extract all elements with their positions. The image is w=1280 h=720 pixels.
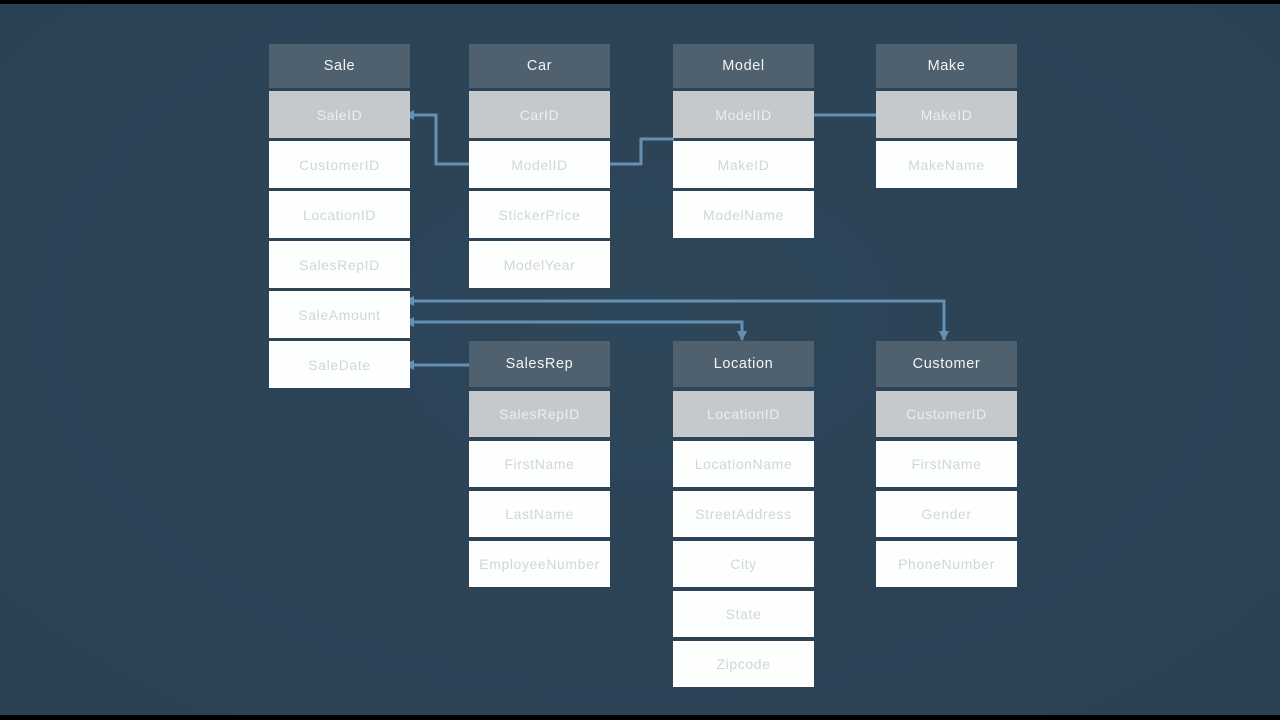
field-row-salesrep-lastname: LastName (469, 491, 610, 537)
table-title-sale: Sale (269, 44, 410, 88)
field-row-car-modelyear: ModelYear (469, 241, 610, 288)
field-row-sale-saledate: SaleDate (269, 341, 410, 388)
relationship-wires (404, 110, 949, 370)
field-row-location-locationname: LocationName (673, 441, 814, 487)
field-row-sale-customerid: CustomerID (269, 141, 410, 188)
field-row-model-modelid: ModelID (673, 91, 814, 138)
field-row-customer-phonenumber: PhoneNumber (876, 541, 1017, 587)
field-row-location-streetaddress: StreetAddress (673, 491, 814, 537)
field-row-make-makeid: MakeID (876, 91, 1017, 138)
connection-car-modelid-to-sale-saleid (404, 110, 469, 166)
field-row-location-locationid: LocationID (673, 391, 814, 437)
letterbox-bar-top (0, 0, 1280, 4)
field-row-model-makeid: MakeID (673, 141, 814, 188)
field-row-location-zipcode: Zipcode (673, 641, 814, 687)
connection-car-modelid-to-model-modelid (610, 137, 674, 166)
table-title-model: Model (673, 44, 814, 88)
field-row-make-makename: MakeName (876, 141, 1017, 188)
field-row-sale-salesrepid: SalesRepID (269, 241, 410, 288)
connection-sale-to-location (404, 317, 747, 341)
field-row-model-modelname: ModelName (673, 191, 814, 238)
field-row-customer-customerid: CustomerID (876, 391, 1017, 437)
table-title-salesrep: SalesRep (469, 341, 610, 387)
table-title-make: Make (876, 44, 1017, 88)
field-row-salesrep-salesrepid: SalesRepID (469, 391, 610, 437)
field-row-customer-firstname: FirstName (876, 441, 1017, 487)
field-row-sale-saleamount: SaleAmount (269, 291, 410, 338)
table-title-customer: Customer (876, 341, 1017, 387)
field-row-salesrep-employeenumber: EmployeeNumber (469, 541, 610, 587)
connection-sale-to-customer (404, 296, 949, 341)
field-row-sale-saleid: SaleID (269, 91, 410, 138)
field-row-customer-gender: Gender (876, 491, 1017, 537)
field-row-location-city: City (673, 541, 814, 587)
field-row-location-state: State (673, 591, 814, 637)
table-title-car: Car (469, 44, 610, 88)
table-title-location: Location (673, 341, 814, 387)
field-row-sale-locationid: LocationID (269, 191, 410, 238)
field-row-car-stickerprice: StickerPrice (469, 191, 610, 238)
field-row-salesrep-firstname: FirstName (469, 441, 610, 487)
field-row-car-carid: CarID (469, 91, 610, 138)
letterbox-bar-bottom (0, 715, 1280, 720)
field-row-car-modelid: ModelID (469, 141, 610, 188)
